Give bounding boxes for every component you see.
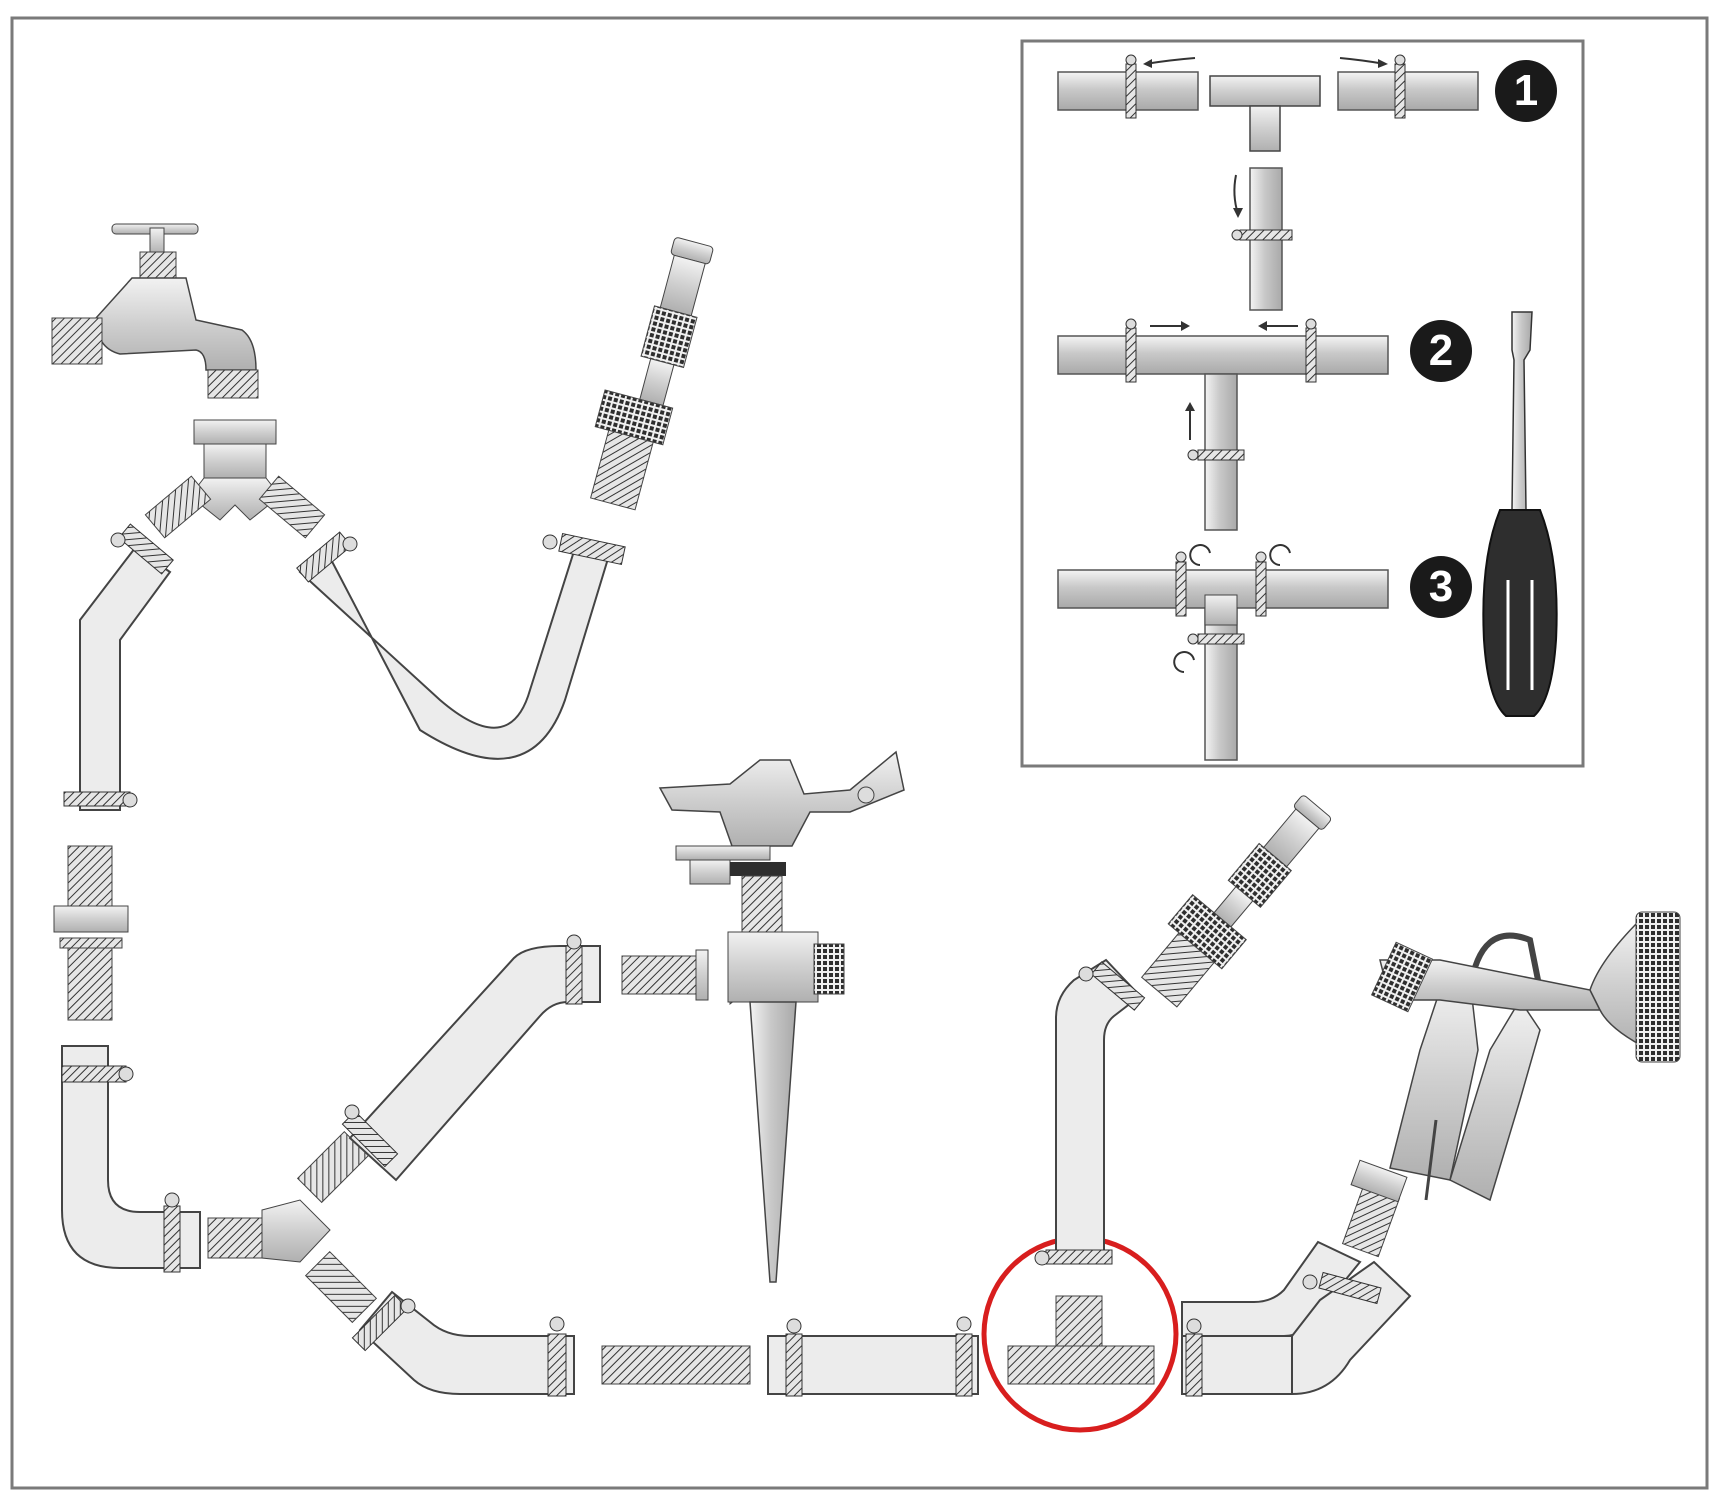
hose-segment — [358, 1290, 575, 1395]
hose-clamp-icon — [1302, 1271, 1382, 1305]
spray-nozzle-icon — [1140, 795, 1332, 1008]
hose-segment — [1055, 958, 1142, 1263]
step-badge-3: 3 — [1410, 556, 1472, 618]
hose-clamp-icon — [1255, 551, 1267, 617]
step-number: 3 — [1428, 562, 1454, 611]
hose-segment — [79, 546, 172, 811]
step-3-illustration — [1057, 544, 1389, 761]
t-connector-icon — [1209, 75, 1321, 152]
tap-icon — [51, 223, 259, 399]
step-number: 1 — [1513, 66, 1539, 115]
hose-segment — [767, 1335, 979, 1395]
step-badge-1: 1 — [1495, 60, 1557, 122]
hose-clamp-icon — [1078, 961, 1146, 1011]
step-number: 2 — [1428, 326, 1454, 375]
hose-clamp-icon — [1175, 551, 1187, 617]
hose-segment — [298, 546, 612, 760]
double-barb-connector-icon — [601, 1345, 751, 1385]
step-2-illustration — [1057, 318, 1389, 531]
instruction-inset — [1020, 39, 1585, 768]
hose-clamp-icon — [296, 531, 358, 583]
hose-segment — [1291, 1260, 1412, 1396]
screwdriver-icon — [1482, 311, 1558, 717]
hose-clamp-icon — [1125, 54, 1137, 119]
hose-clamp-icon — [1185, 1318, 1203, 1397]
hose-clamp-icon — [1305, 318, 1317, 383]
hose-clamp-icon — [547, 1316, 567, 1397]
spray-gun-icon — [1341, 911, 1681, 1258]
hose-segment — [348, 945, 601, 1182]
spray-nozzle-icon — [590, 237, 714, 511]
hose-clamp-icon — [955, 1316, 973, 1397]
barb-adapter-icon — [621, 949, 709, 1001]
hose-clamp-icon — [785, 1318, 803, 1397]
hose-clamp-icon — [351, 1294, 416, 1352]
sprinkler-icon — [658, 750, 905, 1283]
hose-clamp-icon — [61, 1065, 134, 1083]
hose-clamp-icon — [63, 791, 138, 808]
outer-frame — [10, 16, 1709, 1490]
y-connector-icon — [144, 419, 326, 539]
t-connector-icon — [1007, 1295, 1155, 1385]
hose-clamp-icon — [1034, 1249, 1113, 1266]
hose-clamp-icon — [1394, 54, 1406, 119]
step-badge-2: 2 — [1410, 320, 1472, 382]
hose-clamp-icon — [163, 1192, 181, 1273]
hose-clamp-icon — [1125, 318, 1137, 383]
y-connector-icon — [207, 1130, 378, 1324]
step-1-illustration — [1057, 54, 1479, 311]
hose-clamp-icon — [565, 934, 583, 1005]
hose-clamp-icon — [542, 532, 626, 566]
hose-clamp-icon — [110, 523, 174, 575]
hose-coupling-icon — [53, 845, 129, 1021]
hose-clamp-icon — [341, 1104, 399, 1168]
